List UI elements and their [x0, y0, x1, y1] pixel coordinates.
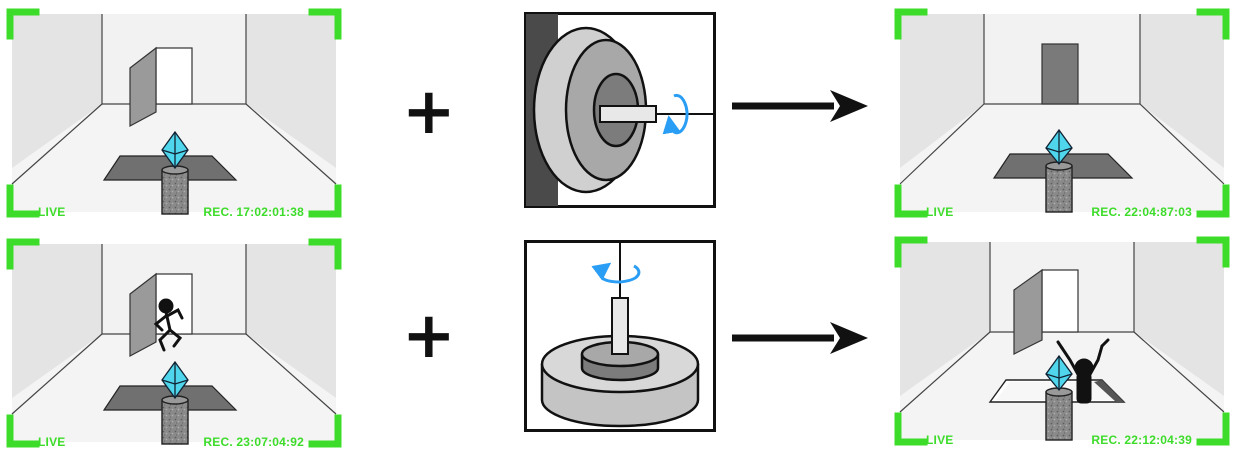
intruder-figure-icon: [1056, 338, 1110, 404]
knob-turn-horizontal: [524, 12, 716, 208]
record-timestamp: REC. 22:12:04:39: [1091, 433, 1192, 447]
plus-icon: +: [402, 75, 456, 149]
right-arrow-icon: [732, 322, 868, 354]
live-indicator: LIVE: [926, 433, 954, 447]
record-timestamp: REC. 23:07:04:92: [203, 435, 304, 449]
camera-feed-before-2: LIVE REC. 23:07:04:92: [6, 238, 342, 449]
right-arrow-icon: [732, 90, 868, 122]
rotation-arrow-icon: [591, 262, 641, 284]
crystal-icon: [1045, 128, 1073, 166]
crystal-icon: [161, 360, 189, 400]
rotation-arrow-icon: [662, 93, 689, 135]
record-timestamp: REC. 17:02:01:38: [203, 205, 304, 219]
camera-feed-after-1: LIVE REC. 22:04:87:03: [894, 8, 1230, 219]
camera-feed-before-1: LIVE REC. 17:02:01:38: [6, 8, 342, 219]
plus-icon: +: [402, 299, 456, 373]
crystal-icon: [1045, 354, 1073, 392]
record-timestamp: REC. 22:04:87:03: [1091, 205, 1192, 219]
intruder-figure-icon: [153, 298, 184, 352]
live-indicator: LIVE: [38, 435, 66, 449]
crystal-icon: [161, 130, 189, 170]
live-indicator: LIVE: [926, 205, 954, 219]
camera-feed-after-2: LIVE REC. 22:12:04:39: [894, 236, 1230, 447]
knob-turn-vertical: [524, 240, 716, 432]
live-indicator: LIVE: [38, 205, 66, 219]
